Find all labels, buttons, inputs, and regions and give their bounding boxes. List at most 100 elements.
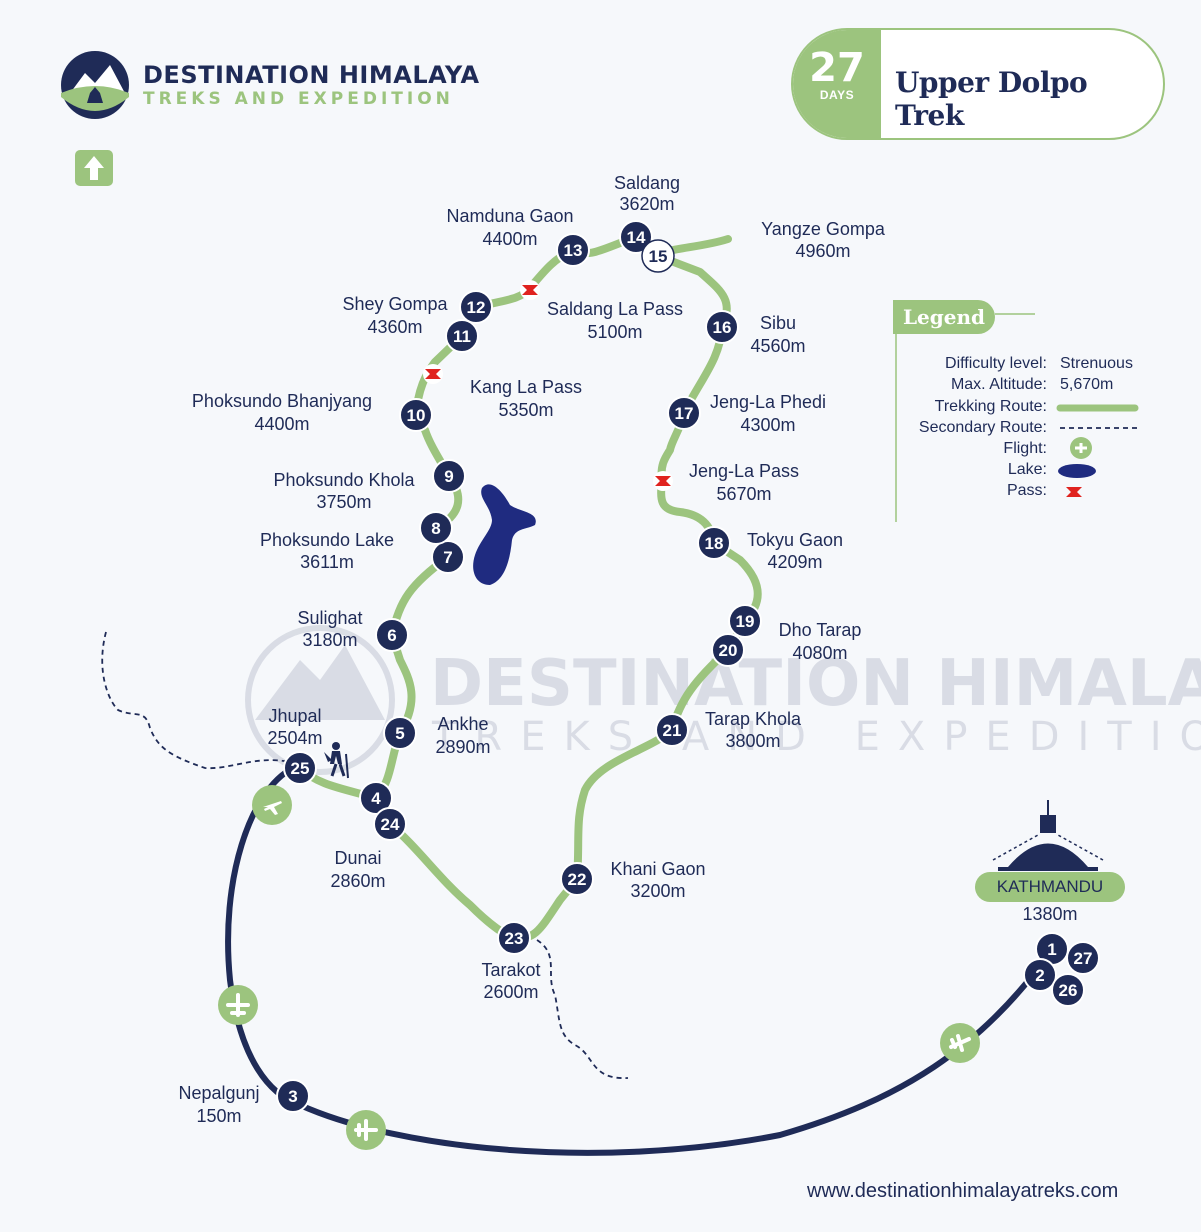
stop-number: 22	[568, 870, 587, 889]
legend-secondary: Secondary Route:	[900, 419, 1047, 441]
stop-number: 5	[395, 724, 404, 743]
legend-altitude: Max. Altitude:	[900, 376, 1047, 398]
stop-number: 6	[387, 626, 396, 645]
stop-markers: 1234567891011121314151617181920212223242…	[276, 220, 1100, 1113]
logo	[61, 51, 129, 119]
place-altitude: 150m	[196, 1106, 241, 1126]
place-label-dho_tarap: Dho Tarap 4080m	[779, 620, 862, 663]
place-name: Shey Gompa	[342, 294, 448, 314]
place-altitude: 4960m	[795, 241, 850, 261]
stop-number: 9	[444, 467, 453, 486]
stop-marker-19: 19	[728, 604, 762, 638]
place-label-kathmandu: 1380m	[1022, 904, 1077, 924]
place-altitude: 2890m	[435, 737, 490, 757]
stop-number: 2	[1035, 966, 1044, 985]
place-altitude: 2860m	[330, 871, 385, 891]
place-name: Sulighat	[297, 608, 362, 628]
stop-marker-4: 4	[359, 781, 393, 815]
place-altitude: 4400m	[482, 229, 537, 249]
place-name: Phoksundo Lake	[260, 530, 394, 550]
place-name: Jeng-La Pass	[689, 461, 799, 481]
trip-title-card: 27 DAYS Upper Dolpo Trek	[791, 28, 1165, 140]
place-name: Nepalgunj	[178, 1083, 259, 1103]
stop-number: 8	[431, 519, 440, 538]
legend-pass-label: Pass:	[1006, 482, 1047, 499]
place-name: Kang La Pass	[470, 377, 582, 397]
stop-marker-21: 21	[655, 713, 689, 747]
legend-pass-icon	[1066, 487, 1082, 497]
stop-number: 11	[453, 327, 471, 346]
place-altitude: 3180m	[302, 630, 357, 650]
place-name: Namduna Gaon	[446, 206, 573, 226]
stop-number: 1	[1047, 940, 1056, 959]
place-label-namduna: Namduna Gaon 4400m	[446, 206, 573, 249]
place-name: Tokyu Gaon	[747, 530, 843, 550]
stop-number: 3	[288, 1087, 297, 1106]
stop-number: 7	[443, 548, 452, 567]
place-name: Saldang	[614, 173, 680, 193]
flight-icon	[252, 785, 292, 825]
stop-number: 4	[371, 789, 381, 808]
stop-marker-6: 6	[375, 618, 409, 652]
place-name: Dho Tarap	[779, 620, 862, 640]
place-name: Yangze Gompa	[761, 219, 886, 239]
place-altitude: 4080m	[792, 643, 847, 663]
north-arrow-button[interactable]	[75, 150, 113, 186]
place-label-sibu: Sibu 4560m	[750, 313, 805, 356]
legend-pass: Pass:	[900, 482, 1047, 504]
stop-marker-9: 9	[432, 459, 466, 493]
place-name: Jeng-La Phedi	[710, 392, 826, 412]
kang-la-pass-icon	[423, 364, 443, 384]
kathmandu-stupa-icon	[992, 800, 1104, 871]
stop-number: 16	[713, 318, 732, 337]
stop-marker-27: 27	[1066, 941, 1100, 975]
place-altitude: 3620m	[619, 194, 674, 214]
place-altitude: 4560m	[750, 336, 805, 356]
place-altitude: 3200m	[630, 881, 685, 901]
stop-marker-11: 11	[445, 319, 479, 353]
saldang-la-pass-icon	[520, 280, 540, 300]
legend-title: Legend	[893, 300, 995, 334]
legend-altitude-label: Max. Altitude:	[950, 376, 1047, 393]
stop-marker-8: 8	[419, 511, 453, 545]
flight-icon	[218, 985, 258, 1025]
hiker-icon	[324, 742, 349, 779]
stop-marker-10: 10	[399, 398, 433, 432]
legend-difficulty: Difficulty level:	[900, 355, 1047, 377]
place-altitude: 4209m	[767, 552, 822, 572]
legend-flight: Flight:	[900, 440, 1047, 462]
stop-marker-20: 20	[711, 633, 745, 667]
stop-marker-15: 15	[641, 239, 675, 273]
days-label: DAYS	[819, 88, 855, 102]
website-link[interactable]: www.destinationhimalayatreks.com	[807, 1180, 1119, 1202]
stop-number: 24	[381, 815, 400, 834]
legend-flight-icon	[1070, 437, 1092, 459]
legend-secondary-label: Secondary Route:	[918, 419, 1047, 436]
place-altitude: 3800m	[725, 731, 780, 751]
jengla-pass-icon	[653, 471, 673, 491]
stop-number: 13	[564, 241, 583, 260]
stop-number: 23	[505, 929, 524, 948]
legend-flight-label: Flight:	[1003, 440, 1047, 457]
watermark-tagline: TREKS AND EXPEDITION	[431, 714, 1201, 760]
watermark-name: DESTINATION HIMALAYA	[430, 647, 1201, 721]
flight-route	[225, 765, 1055, 1156]
stop-marker-23: 23	[497, 921, 531, 955]
stop-marker-18: 18	[697, 526, 731, 560]
stop-marker-2: 2	[1023, 958, 1057, 992]
stop-marker-7: 7	[431, 540, 465, 574]
stop-number: 20	[719, 641, 738, 660]
place-name: Sibu	[760, 313, 796, 333]
